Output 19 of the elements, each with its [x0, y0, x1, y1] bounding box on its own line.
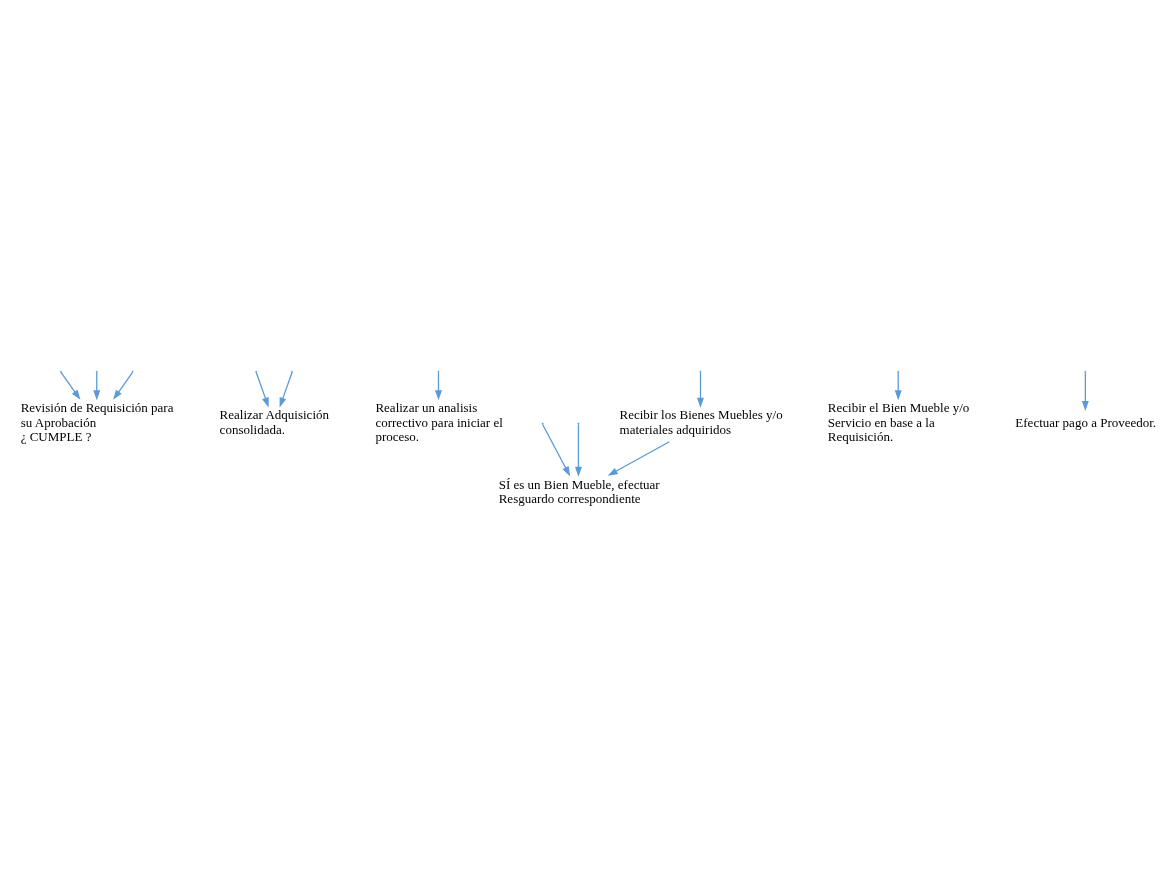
- arrow: [279, 371, 293, 408]
- arrow: [607, 441, 670, 476]
- node-text: Revisión de Requisición para su Aprobación ¿ CUMPLE ?: [20, 400, 174, 445]
- arrow: [113, 371, 134, 400]
- arrow: [60, 371, 81, 400]
- arrow: [574, 423, 582, 477]
- arrow: [93, 371, 101, 401]
- node-text: Recibir los Bienes Muebles y/o materiales adquiridos: [619, 407, 783, 438]
- arrow: [435, 371, 442, 401]
- arrow: [1081, 371, 1089, 411]
- arrow: [697, 371, 704, 408]
- node-text: Realizar un analisis correctivo para iniciar el proceso.: [375, 400, 503, 445]
- arrow: [542, 423, 571, 477]
- node-text: Realizar Adquisición consolidada.: [219, 407, 330, 438]
- node-text: Recibir el Bien Mueble y/o Servicio en base a la Requisición.: [827, 400, 970, 445]
- arrow: [255, 371, 269, 408]
- arrow: [894, 371, 902, 401]
- node-text: Efectuar pago a Proveedor.: [1015, 414, 1157, 430]
- node-text: SÍ es un Bien Mueble, efectuar Resguardo correspondiente: [498, 476, 660, 507]
